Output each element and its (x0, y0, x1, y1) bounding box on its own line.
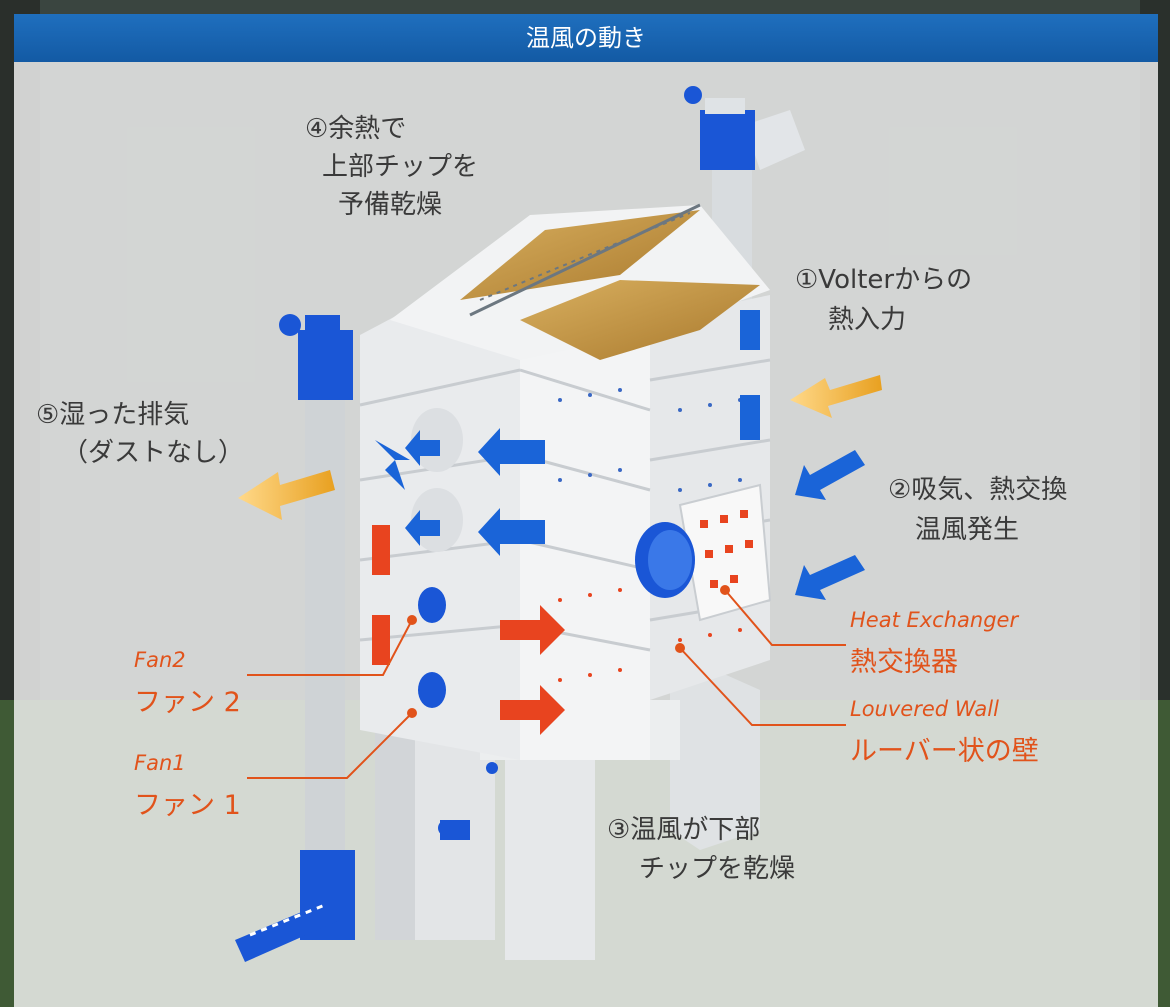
hot-louver-dots (558, 588, 742, 682)
step4-line1: ④余熱で (305, 114, 407, 144)
fan1-label-en: Fan1 (134, 751, 186, 775)
step2-line2: 温風発生 (915, 515, 1020, 545)
step3-line2: チップを乾燥 (639, 854, 796, 884)
step1-line2: 熱入力 (828, 305, 907, 335)
step5-line1: ⑤湿った排気 (36, 400, 190, 430)
step4-line3: 予備乾燥 (338, 190, 443, 220)
heat-exchanger (635, 483, 772, 622)
dryer-body (360, 203, 770, 760)
louvered-wall-label-jp: ルーバー状の壁 (850, 736, 1039, 767)
leader-lines (247, 585, 846, 779)
left-pipe (235, 314, 355, 962)
fan2-label-en: Fan2 (134, 648, 186, 672)
step3-line1: ③温風が下部 (607, 815, 761, 845)
louver-dots (558, 388, 742, 492)
gold-arrows (238, 375, 882, 520)
step1-line1: ①Volterからの (795, 265, 973, 295)
support-legs (375, 650, 760, 960)
cool-air-arrows (375, 310, 865, 600)
fan1-label-jp: ファン 1 (134, 790, 241, 821)
heat-exchanger-label-jp: 熱交換器 (850, 647, 958, 678)
heat-exchanger-label-en: Heat Exchanger (850, 608, 1019, 632)
hot-air-arrows (372, 525, 565, 735)
step4-line2: 上部チップを (322, 152, 479, 182)
page-title: 温風の動き (14, 14, 1158, 62)
fan2-label-jp: ファン 2 (134, 687, 241, 718)
step5-line2: （ダストなし） (62, 438, 245, 468)
louvered-wall-label-en: Louvered Wall (850, 697, 999, 721)
step2-line1: ②吸気、熱交換 (888, 475, 1068, 505)
